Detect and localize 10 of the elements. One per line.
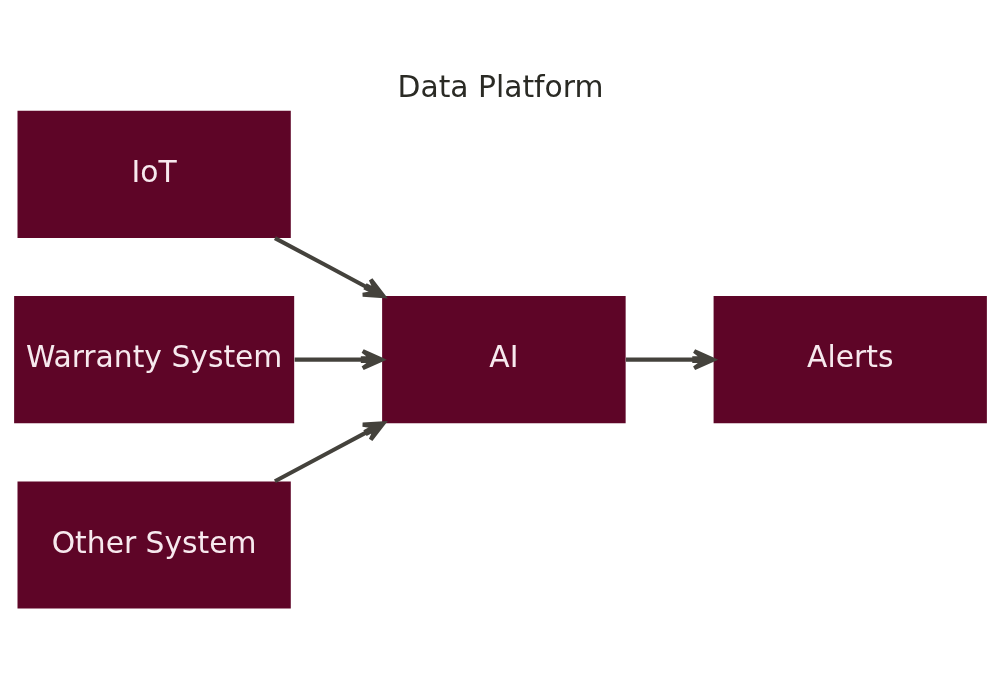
node-box: Alerts <box>713 296 987 424</box>
node-box: Other System <box>17 481 291 609</box>
node-box: AI <box>382 296 626 424</box>
node-box: Warranty System <box>14 296 295 424</box>
arrow <box>273 421 386 483</box>
arrow <box>625 349 716 371</box>
arrow <box>273 236 386 299</box>
arrow <box>294 349 384 371</box>
node-box: IoT <box>17 110 291 238</box>
diagram-title: Data Platform <box>397 68 604 104</box>
